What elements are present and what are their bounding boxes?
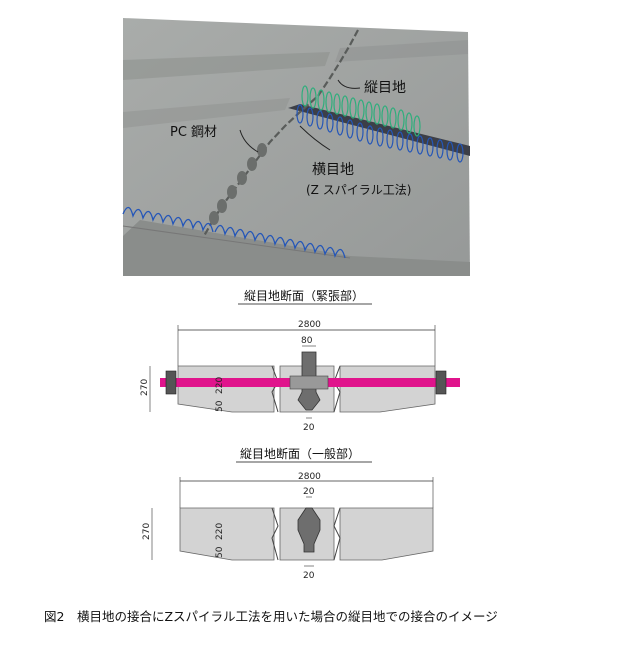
dim-height: 270 — [142, 523, 152, 540]
section-general: 縦目地断面（一般部） 2800 20 20 270 220 50 — [142, 446, 434, 581]
dim-width: 2800 — [298, 320, 321, 330]
dim-bottom: 20 — [303, 571, 315, 581]
dim-h1: 220 — [215, 377, 225, 394]
edge-spiral — [122, 206, 346, 259]
green-spiral — [301, 85, 421, 137]
dim-top: 20 — [303, 487, 315, 497]
label-z-spiral: (Z スパイラル工法) — [306, 183, 411, 197]
figure-caption: 図2 横目地の接合にZスパイラル工法を用いた場合の縦目地での接合のイメージ — [44, 609, 498, 624]
dim-top: 80 — [301, 336, 313, 346]
label-transverse-joint: 横目地 — [312, 162, 354, 178]
blue-spiral — [296, 104, 464, 163]
section-title: 縦目地断面（一般部） — [240, 446, 360, 461]
dim-width: 2800 — [298, 472, 321, 482]
section-title: 縦目地断面（緊張部） — [244, 288, 364, 303]
dim-height: 270 — [140, 379, 150, 396]
dim-h2: 50 — [215, 400, 225, 412]
section-tensioned: 縦目地断面（緊張部） 2800 80 20 270 220 50 — [140, 288, 460, 433]
dim-h1: 220 — [215, 523, 225, 540]
label-pc-steel: PC 鋼材 — [170, 125, 217, 140]
dim-h2: 50 — [215, 546, 225, 558]
dim-bottom: 20 — [303, 423, 315, 433]
label-longitudinal-joint: 縦目地 — [364, 80, 406, 96]
slab-render: 縦目地 PC 鋼材 横目地 (Z スパイラル工法) — [122, 15, 470, 278]
